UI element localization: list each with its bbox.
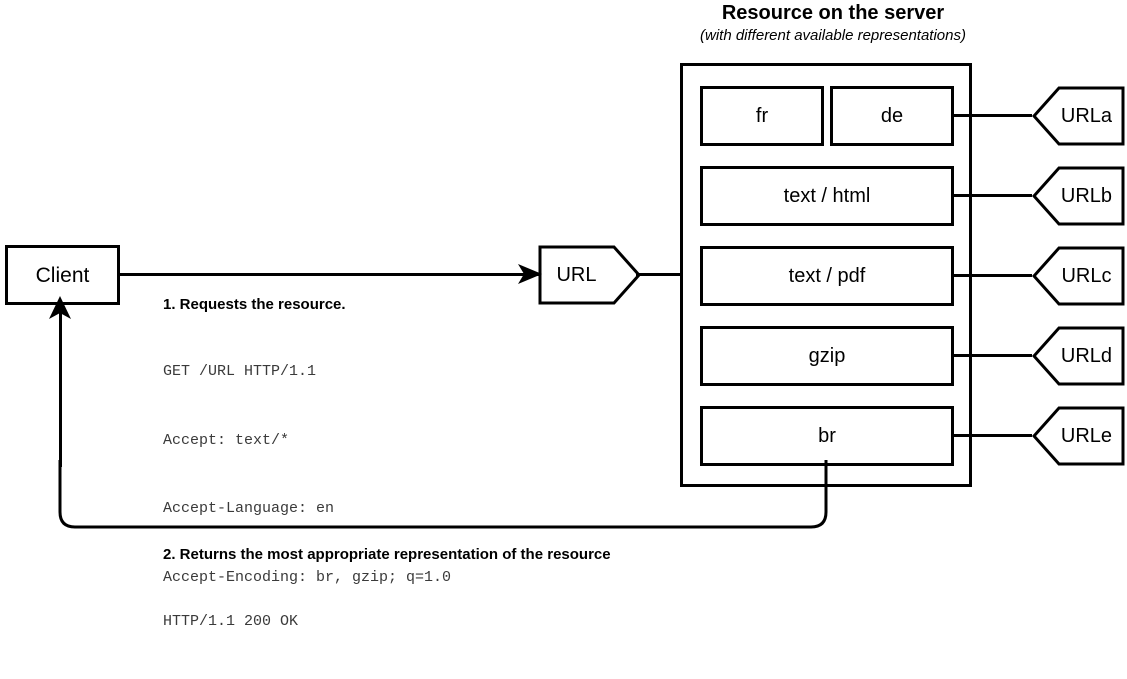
connector-de-to-urla [952,114,1032,117]
connector-url-to-server [636,273,682,276]
response-line-1: HTTP/1.1 200 OK [163,613,299,631]
representation-box-gzip[interactable]: gzip [700,326,954,386]
tag-shape-icon [1031,166,1125,226]
tag-shape-icon [1031,246,1125,306]
representation-label: br [818,425,836,447]
representation-label: text / pdf [788,265,866,287]
url-tag-c[interactable]: URLc [1031,246,1125,306]
request-note-title: 1. Requests the resource. [163,296,346,313]
server-subtitle: (with different available representation… [700,27,966,44]
representation-label: text / html [783,185,871,207]
client-label: Client [35,263,90,287]
tag-shape-icon [1031,326,1125,386]
url-tag-d[interactable]: URLd [1031,326,1125,386]
representation-label: gzip [808,345,846,367]
response-path-riser [59,312,62,467]
response-note: 2. Returns the most appropriate represen… [163,544,803,679]
representation-box-fr[interactable]: fr [700,86,824,146]
server-title: Resource on the server [721,2,945,24]
response-path [58,460,828,529]
tag-shape-icon [1031,406,1125,466]
tag-shape-icon [538,245,642,305]
response-arrow-head-icon [49,296,71,319]
response-note-body: HTTP/1.1 200 OK Content-Location: /URLe … [163,566,803,679]
representation-label: fr [755,105,769,127]
connector-br-to-urle [952,434,1032,437]
request-arrow-head-icon [518,264,542,284]
url-tag-b[interactable]: URLb [1031,166,1125,226]
representation-box-br[interactable]: br [700,406,954,466]
request-line-3: Accept-Language: en [163,500,335,518]
request-line-2: Accept: text/* [163,431,290,449]
request-line-4: Accept-Encoding: br, gzip; q=1.0 [163,568,452,586]
representation-box-text-pdf[interactable]: text / pdf [700,246,954,306]
request-line-1: GET /URL HTTP/1.1 [163,363,317,381]
connector-textpdf-to-urlc [952,274,1032,277]
tag-shape-icon [1031,86,1125,146]
response-note-title: 2. Returns the most appropriate represen… [163,546,611,563]
connector-texthtml-to-urlb [952,194,1032,197]
url-tag-e[interactable]: URLe [1031,406,1125,466]
request-note: 1. Requests the resource. GET /URL HTTP/… [163,294,583,635]
connector-gzip-to-urld [952,354,1032,357]
request-note-body: GET /URL HTTP/1.1 Accept: text/* Accept-… [163,316,583,635]
url-tag-a[interactable]: URLa [1031,86,1125,146]
representation-label: de [880,105,904,127]
representation-box-de[interactable]: de [830,86,954,146]
representation-box-text-html[interactable]: text / html [700,166,954,226]
request-arrow-line [120,273,540,276]
